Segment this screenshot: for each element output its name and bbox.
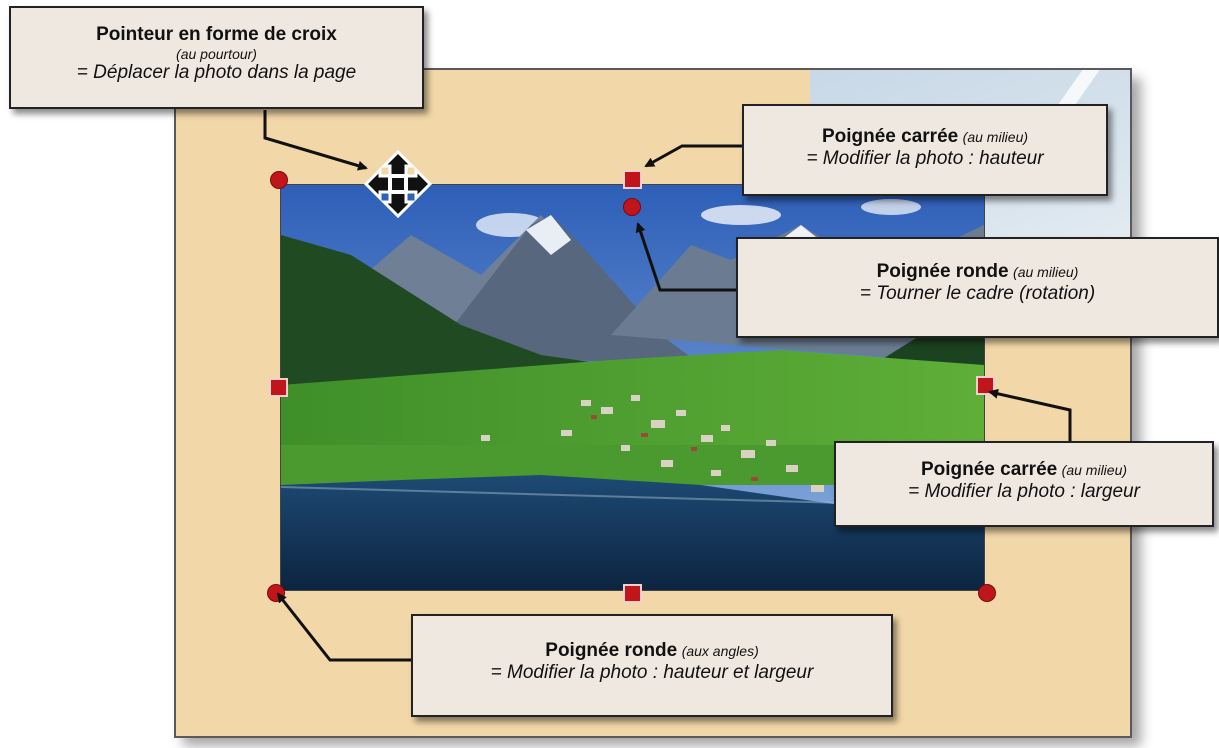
callout-title: Poignée carrée [821, 126, 959, 147]
callout-cross-pointer: Pointeur en forme de croix (au pourtour)… [9, 6, 424, 109]
square-handle-bottom-middle[interactable] [625, 586, 640, 601]
callout-note: (aux angles) [681, 643, 759, 659]
callout-note: (au milieu) [1013, 264, 1079, 280]
callout-desc: = Déplacer la photo dans la page [76, 62, 357, 83]
corner-handle-top-left[interactable] [271, 172, 287, 188]
callout-desc: = Tourner le cadre (rotation) [859, 283, 1096, 304]
move-cross-cursor-icon [363, 149, 433, 219]
rotate-handle-top-middle[interactable] [624, 199, 640, 215]
corner-handle-bottom-left[interactable] [268, 585, 284, 601]
callout-note: (au pourtour) [176, 46, 257, 62]
callout-round-corner: Poignée ronde (aux angles) = Modifier la… [411, 614, 893, 717]
corner-handle-bottom-right[interactable] [979, 585, 995, 601]
callout-note: (au milieu) [962, 129, 1029, 145]
callout-note: (au milieu) [1061, 462, 1128, 478]
square-handle-right-middle[interactable] [978, 378, 993, 393]
square-handle-top-middle[interactable] [625, 172, 640, 187]
callout-desc: = Modifier la photo : hauteur et largeur [490, 662, 814, 683]
callout-title: Poignée carrée [920, 459, 1058, 480]
callout-square-top: Poignée carrée (au milieu) = Modifier la… [742, 104, 1108, 196]
callout-square-side: Poignée carrée (au milieu) = Modifier la… [834, 441, 1214, 527]
callout-title: Poignée ronde [545, 640, 678, 661]
callout-desc: = Modifier la photo : largeur [908, 481, 1140, 502]
callout-title: Pointeur en forme de croix [96, 24, 337, 45]
callout-desc: = Modifier la photo : hauteur [806, 148, 1044, 169]
callout-title: Poignée ronde [876, 261, 1009, 282]
callout-round-top: Poignée ronde (au milieu) = Tourner le c… [736, 237, 1219, 338]
square-handle-left-middle[interactable] [271, 380, 286, 395]
